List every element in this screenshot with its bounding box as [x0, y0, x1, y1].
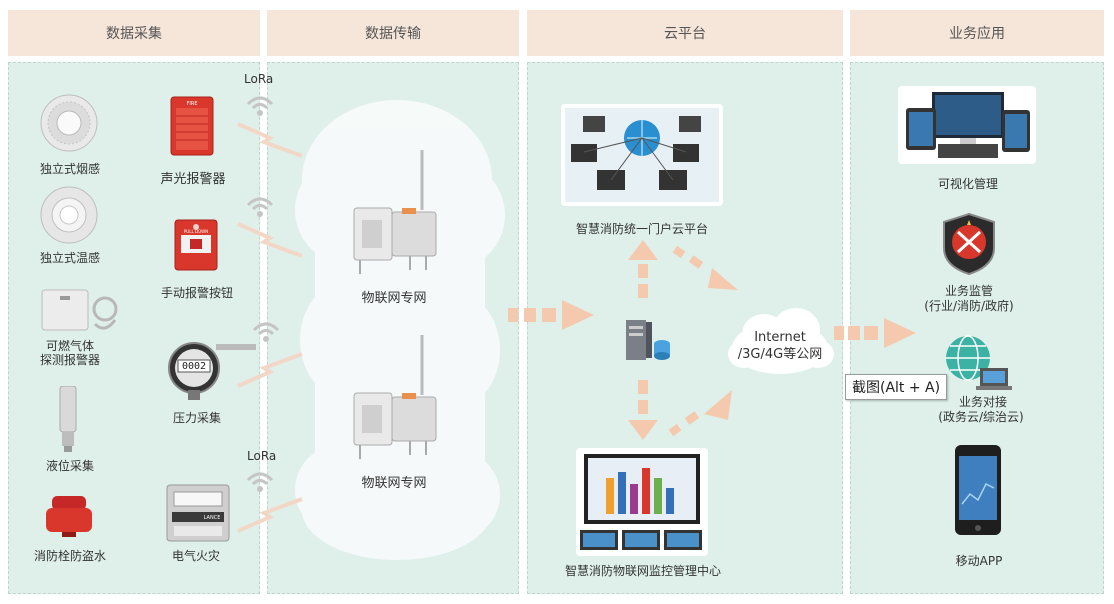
internet-label-line1: Internet — [754, 330, 806, 345]
electrical-fire-label: 电气火灾 — [171, 549, 220, 563]
flow-arrow-icon — [834, 318, 916, 348]
integration-label-line1: 业务对接 — [958, 395, 1007, 409]
audible-visual-alarm-label: 声光报警器 — [160, 172, 226, 187]
heat-detector-label: 独立式温感 — [39, 251, 100, 265]
gateway-label-bottom: 物联网专网 — [361, 476, 427, 491]
flow-arrow-icon — [672, 246, 738, 290]
manual-panel-text: PULL DOWN — [184, 229, 208, 234]
gas-detector-label-line1: 可燃气体 — [45, 339, 94, 353]
supervision-label-line2: (行业/消防/政府) — [924, 299, 1014, 313]
flow-arrow-icon — [508, 300, 594, 330]
wireless-signal-icon — [246, 472, 274, 492]
cloud-portal-icon — [561, 104, 723, 206]
signal-bolt-icon — [237, 122, 303, 158]
header-data-collection: 数据采集 — [8, 10, 260, 56]
pressure-sensor-label: 压力采集 — [172, 411, 221, 425]
bidirectional-arrow-icon — [628, 240, 658, 440]
level-sensor-icon — [59, 386, 77, 452]
supervision-label-line1: 业务监管 — [944, 284, 993, 298]
lora-gateway-icon — [353, 335, 437, 459]
mobile-app-label: 移动APP — [955, 554, 1003, 568]
audible-visual-alarm-icon: FIRE — [170, 96, 214, 156]
alarm-panel-text: FIRE — [187, 101, 198, 107]
header-label: 云平台 — [664, 26, 706, 42]
header-label: 数据传输 — [365, 26, 421, 42]
signal-bolt-icon — [237, 497, 303, 533]
internet-label-line2: /3G/4G等公网 — [737, 347, 823, 362]
screenshot-tooltip: 截图(Alt + A) — [845, 374, 948, 400]
integration-label-line2: (政务云/综治云) — [938, 410, 1024, 424]
wireless-signal-icon — [246, 96, 274, 116]
header-label: 数据采集 — [106, 26, 162, 42]
signal-bolt-icon — [237, 352, 303, 388]
header-cloud-platform: 云平台 — [527, 10, 843, 56]
smoke-detector-label: 独立式烟感 — [39, 162, 100, 176]
electric-brand-text: LANCE — [204, 515, 221, 521]
pressure-gauge-icon: 0002 — [168, 342, 256, 400]
signal-bolt-icon — [237, 222, 303, 258]
flow-arrow-icon — [668, 390, 732, 436]
fire-hydrant-label: 消防栓防盗水 — [33, 549, 106, 563]
wireless-signal-icon — [246, 197, 274, 217]
level-sensor-label: 液位采集 — [45, 459, 94, 473]
header-label: 业务应用 — [949, 26, 1005, 42]
monitoring-center-label: 智慧消防物联网监控管理中心 — [564, 564, 721, 578]
visual-dashboard-devices-icon — [898, 86, 1036, 164]
pressure-readout: 0002 — [182, 361, 206, 372]
lora-label-top: LoRa — [244, 72, 274, 86]
lora-gateway-icon — [353, 150, 437, 274]
mobile-app-icon — [955, 445, 1001, 535]
heat-detector-icon — [40, 186, 98, 244]
lora-label-bottom: LoRa — [247, 449, 277, 463]
smoke-detector-icon — [40, 94, 98, 152]
monitoring-center-icon — [576, 448, 708, 556]
electrical-fire-monitor-icon: LANCE — [166, 484, 230, 542]
gas-detector-label-line2: 探测报警器 — [39, 353, 100, 367]
header-business-app: 业务应用 — [850, 10, 1104, 56]
manual-alarm-button-label: 手动报警按钮 — [160, 286, 233, 300]
gas-detector-icon — [41, 289, 118, 331]
portal-label: 智慧消防统一门户云平台 — [575, 222, 708, 236]
manual-alarm-button-icon: PULL DOWN — [174, 219, 218, 271]
wireless-signal-icon — [252, 322, 280, 342]
globe-integration-icon — [946, 335, 1012, 390]
internet-cloud-icon — [728, 308, 834, 374]
fire-hydrant-icon — [46, 496, 92, 537]
visual-management-label: 可视化管理 — [937, 177, 998, 191]
server-icon — [626, 320, 670, 360]
header-data-transmission: 数据传输 — [267, 10, 519, 56]
gateway-label-top: 物联网专网 — [361, 291, 427, 306]
fire-department-emblem-icon — [943, 212, 995, 276]
